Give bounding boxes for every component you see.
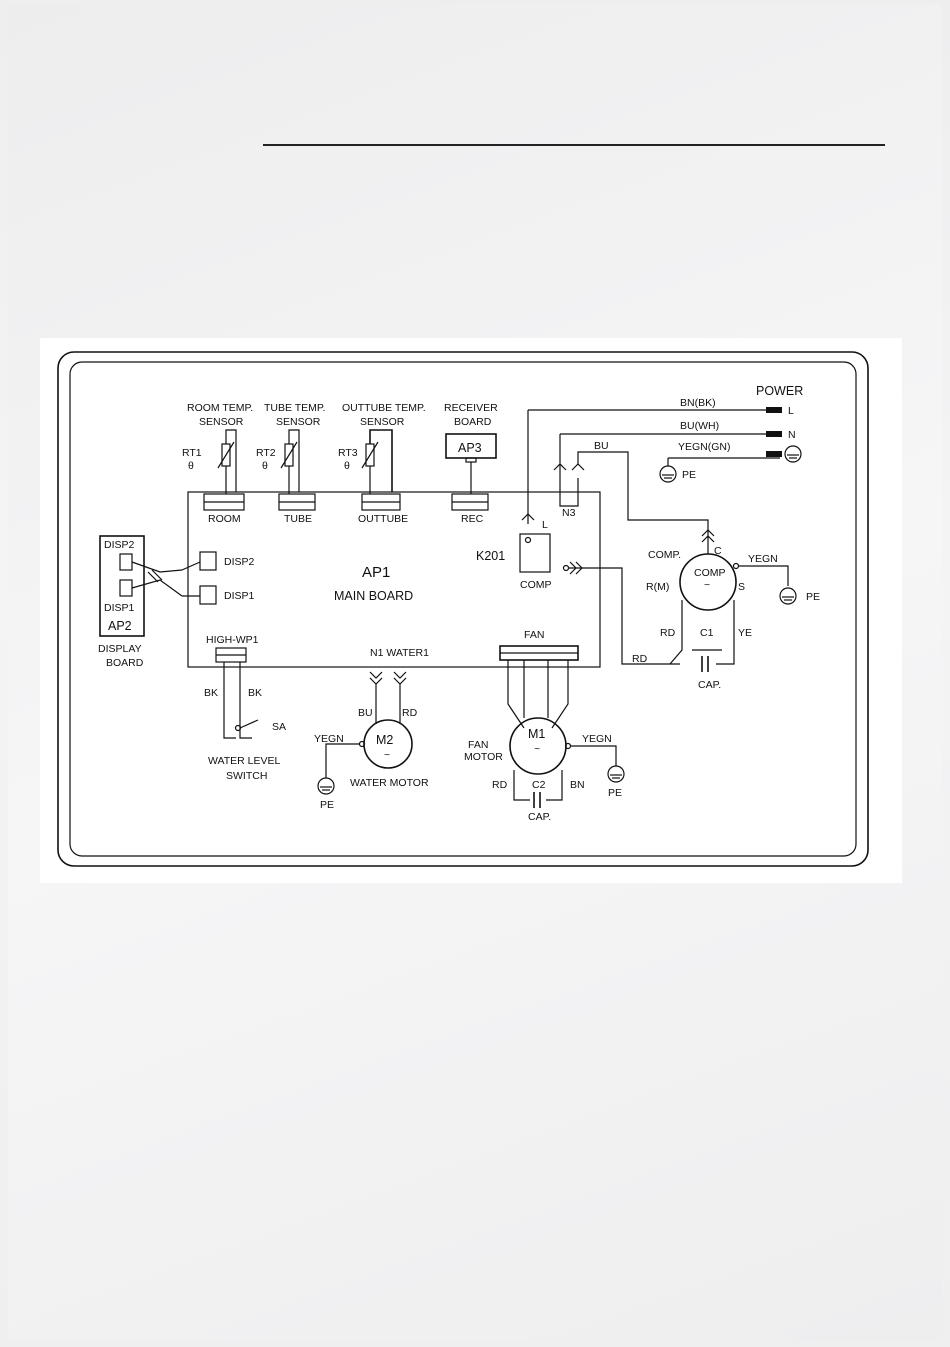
- svg-text:BOARD: BOARD: [454, 416, 492, 428]
- svg-text:MOTOR: MOTOR: [464, 751, 503, 763]
- svg-text:N: N: [788, 429, 796, 441]
- main-board-outline: [187, 491, 601, 668]
- svg-text:POWER: POWER: [756, 384, 803, 398]
- svg-text:YEGN: YEGN: [582, 733, 612, 745]
- svg-text:HIGH-WP1: HIGH-WP1: [206, 634, 259, 646]
- svg-text:RD: RD: [492, 779, 508, 791]
- svg-text:L: L: [542, 519, 548, 531]
- svg-text:OUTTUBE: OUTTUBE: [358, 513, 408, 525]
- svg-text:YEGN: YEGN: [748, 553, 778, 565]
- svg-text:FAN: FAN: [524, 629, 544, 641]
- svg-text:~: ~: [384, 749, 390, 761]
- svg-text:RD: RD: [632, 653, 648, 665]
- svg-text:BN(BK): BN(BK): [680, 397, 716, 409]
- svg-text:~: ~: [704, 579, 710, 591]
- svg-text:SENSOR: SENSOR: [360, 416, 405, 428]
- svg-text:WATER MOTOR: WATER MOTOR: [350, 777, 429, 789]
- fan-motor: FAN M1 ~ YEGN PE FAN MOTOR RD BN C2 CAP.: [464, 629, 625, 823]
- svg-text:S: S: [738, 581, 745, 593]
- svg-text:M1: M1: [528, 727, 545, 741]
- svg-text:RT2: RT2: [256, 447, 276, 459]
- svg-text:OUTTUBE TEMP.: OUTTUBE TEMP.: [342, 402, 426, 414]
- svg-text:DISP1: DISP1: [104, 602, 135, 614]
- svg-text:L: L: [788, 405, 794, 417]
- outer-frame: [57, 351, 869, 867]
- svg-text:DISPLAY: DISPLAY: [98, 643, 142, 655]
- svg-text:R(M): R(M): [646, 581, 669, 593]
- relay-k201: K201 L COMP RD: [476, 513, 680, 665]
- svg-text:RD: RD: [402, 707, 418, 719]
- svg-text:AP2: AP2: [108, 619, 132, 633]
- svg-text:RECEIVER: RECEIVER: [444, 402, 498, 414]
- svg-text:SENSOR: SENSOR: [199, 416, 244, 428]
- svg-text:SA: SA: [272, 721, 286, 733]
- svg-text:PE: PE: [682, 469, 696, 481]
- outtube-temp-sensor: OUTTUBE TEMP. SENSOR RT3 θ OUTTUBE: [338, 402, 426, 525]
- svg-text:~: ~: [534, 743, 540, 755]
- receiver-board: RECEIVER BOARD AP3 REC: [444, 402, 498, 525]
- svg-text:SWITCH: SWITCH: [226, 770, 267, 782]
- svg-text:RD: RD: [660, 627, 676, 639]
- svg-text:CAP.: CAP.: [698, 679, 721, 691]
- svg-text:COMP.: COMP.: [648, 549, 681, 561]
- wiring-diagram-panel: AP1 MAIN BOARD ROOM TEMP. SENSOR RT1 θ R…: [40, 338, 902, 883]
- water-level-switch: HIGH-WP1 BK BK SA WATER LEVEL SWITCH: [204, 634, 286, 782]
- svg-text:PE: PE: [608, 787, 622, 799]
- svg-text:BN: BN: [570, 779, 585, 791]
- main-board-name: MAIN BOARD: [334, 589, 413, 603]
- svg-text:BK: BK: [204, 687, 218, 699]
- wiring-diagram: AP1 MAIN BOARD ROOM TEMP. SENSOR RT1 θ R…: [57, 351, 869, 867]
- svg-text:PE: PE: [806, 591, 820, 603]
- inner-frame: [69, 361, 857, 857]
- svg-text:BU: BU: [358, 707, 373, 719]
- svg-text:TUBE: TUBE: [284, 513, 312, 525]
- svg-text:BK: BK: [248, 687, 262, 699]
- svg-text:θ: θ: [262, 460, 268, 472]
- svg-text:ROOM: ROOM: [208, 513, 241, 525]
- room-temp-sensor: ROOM TEMP. SENSOR RT1 θ ROOM: [182, 402, 253, 525]
- svg-text:BU(WH): BU(WH): [680, 420, 719, 432]
- svg-text:C2: C2: [532, 779, 546, 791]
- header-rule: [263, 144, 885, 146]
- svg-text:θ: θ: [188, 460, 194, 472]
- power-input: POWER BN(BK) L BU(WH) N YEGN(GN) PE: [527, 384, 803, 524]
- svg-text:C1: C1: [700, 627, 714, 639]
- svg-text:YEGN(GN): YEGN(GN): [678, 441, 731, 453]
- svg-text:RT1: RT1: [182, 447, 202, 459]
- svg-text:N3: N3: [562, 507, 576, 519]
- tube-temp-sensor: TUBE TEMP. SENSOR RT2 θ TUBE: [256, 402, 325, 525]
- svg-text:N1 WATER1: N1 WATER1: [370, 647, 429, 659]
- svg-text:BOARD: BOARD: [106, 657, 144, 669]
- svg-text:ROOM TEMP.: ROOM TEMP.: [187, 402, 253, 414]
- svg-text:YEGN: YEGN: [314, 733, 344, 745]
- svg-text:DISP2: DISP2: [104, 539, 135, 551]
- main-board-ref: AP1: [362, 564, 390, 581]
- svg-text:K201: K201: [476, 549, 505, 563]
- svg-text:DISP1: DISP1: [224, 590, 255, 602]
- svg-text:CAP.: CAP.: [528, 811, 551, 823]
- svg-text:DISP2: DISP2: [224, 556, 255, 568]
- compressor: COMP. C COMP ~ YEGN PE R(M) S RD YE C1 C…: [646, 529, 820, 691]
- svg-text:YE: YE: [738, 627, 752, 639]
- svg-text:C: C: [714, 545, 722, 557]
- svg-text:RT3: RT3: [338, 447, 358, 459]
- svg-text:WATER LEVEL: WATER LEVEL: [208, 755, 281, 767]
- n3-connector: N3 BU: [553, 440, 709, 544]
- svg-text:BU: BU: [594, 440, 609, 452]
- svg-text:FAN: FAN: [468, 739, 488, 751]
- svg-text:SENSOR: SENSOR: [276, 416, 321, 428]
- svg-text:COMP: COMP: [694, 567, 726, 579]
- svg-text:PE: PE: [320, 799, 334, 811]
- svg-text:COMP: COMP: [520, 579, 552, 591]
- svg-text:θ: θ: [344, 460, 350, 472]
- water-motor: N1 WATER1 BU RD M2 ~ YEGN PE WATER MOTOR: [314, 647, 429, 811]
- svg-text:REC: REC: [461, 513, 484, 525]
- svg-text:M2: M2: [376, 733, 393, 747]
- svg-text:TUBE TEMP.: TUBE TEMP.: [264, 402, 325, 414]
- display-board: DISP2 DISP1 AP2 DISPLAY BOARD DISP2 DISP…: [98, 535, 255, 669]
- svg-text:AP3: AP3: [458, 441, 482, 455]
